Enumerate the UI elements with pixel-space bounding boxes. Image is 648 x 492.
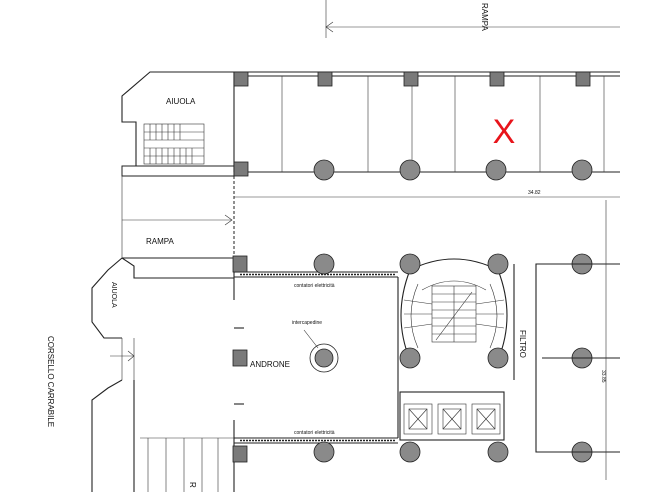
column: [487, 347, 509, 369]
meters-bottom-label: contatori elettricità: [294, 430, 335, 436]
flowerbed-top-label: AIUOLA: [166, 97, 196, 106]
ramp-bottom-label: R: [188, 482, 197, 488]
entrance-hall: contatori elettricità contatori elettric…: [232, 253, 399, 492]
flowerbed-side-label: AIUOLA: [110, 282, 117, 308]
flowerbed-side: AIUOLA: [91, 257, 234, 492]
dimension-main-label: 34.82: [528, 190, 541, 196]
cavity-symbol: [303, 329, 339, 373]
cavity-label: intercapedine: [292, 320, 322, 326]
ramp-top-label: RAMPA: [480, 3, 489, 32]
pillar: [317, 71, 333, 87]
meters-top-label: contatori elettricità: [294, 283, 335, 289]
elevators: [399, 391, 509, 463]
ramp-left-label: RAMPA: [146, 237, 175, 246]
filter-label: FILTRO: [518, 330, 527, 358]
column: [399, 441, 421, 463]
flowerbed-top: AIUOLA: [121, 71, 235, 177]
filter-zone: FILTRO 33.85: [518, 200, 620, 480]
column: [487, 253, 509, 275]
hall-label: ANDRONE: [250, 360, 290, 369]
small-stair: [143, 123, 205, 165]
pillar: [233, 161, 249, 177]
column: [313, 441, 335, 463]
pillar: [575, 71, 591, 87]
pillar: [232, 349, 248, 367]
main-staircase: [399, 253, 515, 380]
pillar: [233, 71, 249, 87]
dimension-side-label: 33.85: [600, 370, 606, 383]
column: [313, 253, 335, 275]
driveway-label: CORSELLO CARRABILE: [46, 336, 55, 427]
column: [313, 159, 335, 181]
column: [399, 253, 421, 275]
top-parking-strip: X: [233, 71, 620, 181]
main-dimension: 34.82: [234, 190, 620, 198]
pillar: [489, 71, 505, 87]
column: [487, 441, 509, 463]
column: [485, 159, 507, 181]
pillar: [232, 255, 248, 273]
column: [399, 347, 421, 369]
column: [399, 159, 421, 181]
bottom-stair: R: [140, 437, 234, 492]
marker-x: X: [493, 113, 516, 151]
column: [571, 159, 593, 181]
pillar: [232, 445, 248, 463]
ramp-left: RAMPA: [121, 176, 235, 262]
top-ramp-dimension: RAMPA: [325, 0, 620, 38]
pillar: [403, 71, 419, 87]
